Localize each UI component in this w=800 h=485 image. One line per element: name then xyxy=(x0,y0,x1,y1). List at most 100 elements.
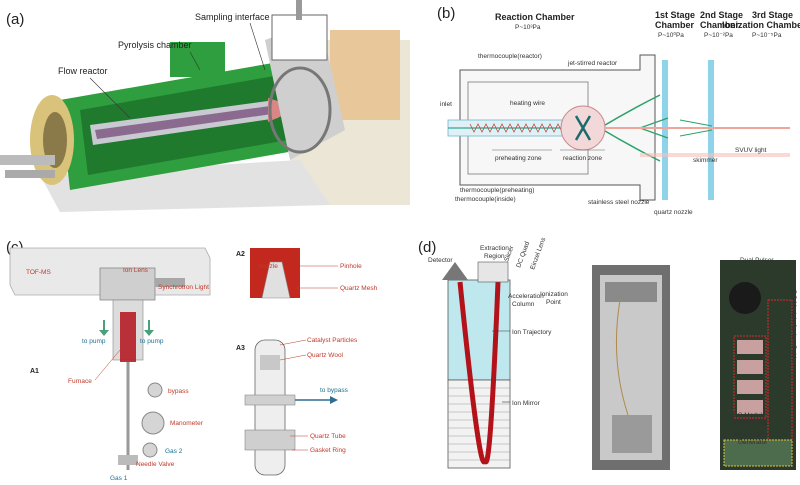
label-extraction: Extraction xyxy=(480,245,509,252)
label-gas2: Gas 2 xyxy=(165,448,183,455)
top-flange xyxy=(170,42,225,77)
label-dc-guide: DC Module for Ion Guide xyxy=(790,290,797,362)
svg-text:3rd Stage: 3rd Stage xyxy=(752,10,793,20)
label-inlet: inlet xyxy=(440,101,452,108)
label-ion-mirror: Ion Mirror xyxy=(512,400,541,407)
label-skimmer: skimmer xyxy=(693,157,718,164)
extraction-region xyxy=(477,261,509,283)
synchrotron-port xyxy=(155,278,185,287)
label-a1: A1 xyxy=(30,368,39,375)
label-flow-reactor: Flow reactor xyxy=(58,66,108,76)
svg-text:1st Stage: 1st Stage xyxy=(655,10,695,20)
label-tc-reactor: thermocouple(reactor) xyxy=(478,53,542,60)
detector-shape xyxy=(442,262,468,280)
right-flange xyxy=(268,66,332,154)
ion-lens-block xyxy=(99,267,156,301)
pump-arrow-right xyxy=(144,320,154,336)
label-preheat-zone: preheating zone xyxy=(495,155,542,162)
label-dc-quad: DC Quad xyxy=(515,240,531,268)
reactor-core xyxy=(95,106,272,139)
needle-valve xyxy=(118,455,138,465)
dc-tof-box xyxy=(733,335,767,419)
label-tc-inside: thermocouple(inside) xyxy=(455,196,516,203)
label-pulse-a: Pulse/Delay xyxy=(734,431,769,438)
skimmer-shape xyxy=(679,119,713,137)
svg-text:P~10⁻²Pa: P~10⁻²Pa xyxy=(704,32,733,39)
label-to-pump-right: to pump xyxy=(140,338,164,345)
label-detector: Detector xyxy=(428,257,453,264)
panel-b: (b) Reaction Chamber P~10³Pa 1st Stage C… xyxy=(432,0,800,218)
label-dc-tof-a: DC Module xyxy=(733,412,766,419)
label-nozzle: Nozzle xyxy=(258,263,278,270)
heating-wire xyxy=(469,123,563,133)
pulse-delay-board xyxy=(723,439,793,467)
label-sync-light: Synchrotron Light xyxy=(158,284,209,291)
svg-text:P~10⁰Pa: P~10⁰Pa xyxy=(658,31,684,39)
label-steel-nozzle: stainless steel nozzle xyxy=(588,199,650,206)
label-manometer: Manometer xyxy=(170,420,204,427)
manometer xyxy=(141,411,165,435)
label-reaction-zone: reaction zone xyxy=(563,155,602,162)
label-needle-valve: Needle Valve xyxy=(136,461,175,468)
label-pyrolysis-chamber: Pyrolysis chamber xyxy=(118,40,192,50)
reaction-chamber-title: Reaction Chamber xyxy=(495,12,575,22)
dual-pulser-fan xyxy=(729,282,761,314)
yellow-frame xyxy=(330,30,400,120)
label-quartz-mesh: Quartz Mesh xyxy=(340,285,378,292)
stage1-wall xyxy=(662,60,668,200)
label-gasket: Gasket Ring xyxy=(310,447,346,454)
label-einzel: Einzel Lens xyxy=(529,236,547,271)
svg-text:P~10³Pa: P~10³Pa xyxy=(515,24,541,31)
panel-d-tag: (d) xyxy=(418,239,436,256)
flight-tube xyxy=(447,279,511,381)
label-furnace: Furnace xyxy=(68,378,92,385)
panel-a: (a) Sampling interface Pyrolysis chamber… xyxy=(0,0,420,212)
label-to-pump-left: to pump xyxy=(82,338,106,345)
svg-text:2nd Stage: 2nd Stage xyxy=(700,10,743,20)
label-pinhole: Pinhole xyxy=(340,263,362,270)
label-tof-ms: TOF-MS xyxy=(26,269,51,276)
label-to-bypass: to bypass xyxy=(320,387,349,394)
label-jsr: jet-stirred reactor xyxy=(567,60,618,67)
panel-a-tag: (a) xyxy=(6,11,24,28)
panel-b-tag: (b) xyxy=(437,5,455,22)
label-dc-tof-b: for TOF MS xyxy=(733,420,767,427)
label-a2: A2 xyxy=(236,251,245,258)
furnace xyxy=(120,312,136,362)
panel-c: (c) TOF-MS Ion Lens Synchrotron Light to… xyxy=(6,239,378,482)
svg-text:Ionization Chamber: Ionization Chamber xyxy=(722,20,800,30)
label-gas1: Gas 1 xyxy=(110,475,128,482)
label-accel: Acceleration xyxy=(508,293,544,300)
svg-text:Chamber: Chamber xyxy=(655,20,695,30)
label-heating-wire: heating wire xyxy=(510,100,545,107)
svg-text:P~10⁻⁵Pa: P~10⁻⁵Pa xyxy=(752,32,782,39)
panel-d: (d) Detector Extraction Region Slicer DC… xyxy=(418,236,797,470)
label-catalyst: Catalyst Particles xyxy=(307,337,358,344)
gas2-valve xyxy=(142,442,158,458)
bypass-valve xyxy=(147,382,163,398)
label-ionization: Ionization xyxy=(540,291,568,298)
quartz-nozzle xyxy=(639,117,669,139)
label-bypass: bypass xyxy=(168,388,189,395)
label-region: Region xyxy=(484,253,505,260)
label-column: Column xyxy=(512,301,535,308)
label-svuv: SVUV light xyxy=(735,147,767,154)
ion-trajectory-path xyxy=(457,281,501,465)
label-ion-lens: Ion Lens xyxy=(123,267,149,274)
label-point: Point xyxy=(546,299,561,306)
pump-arrow-left xyxy=(99,320,109,336)
bypass-arrow xyxy=(330,396,338,404)
label-sampling-interface: Sampling interface xyxy=(195,12,270,22)
label-pulse-b: Generator xyxy=(738,439,768,446)
label-quartz-tube: Quartz Tube xyxy=(310,433,346,440)
label-tc-preheat: thermocouple(preheating) xyxy=(460,187,534,194)
label-quartz-wool: Quartz Wool xyxy=(307,352,344,359)
label-a3: A3 xyxy=(236,345,245,352)
label-ion-traj: Ion Trajectory xyxy=(512,329,552,336)
svg-text:Chamber: Chamber xyxy=(700,20,740,30)
top-box xyxy=(271,14,328,61)
steel-nozzle xyxy=(599,94,661,162)
label-quartz-nozzle: quartz nozzle xyxy=(654,209,693,216)
label-dual-pulser: Dual Pulser xyxy=(740,257,774,264)
